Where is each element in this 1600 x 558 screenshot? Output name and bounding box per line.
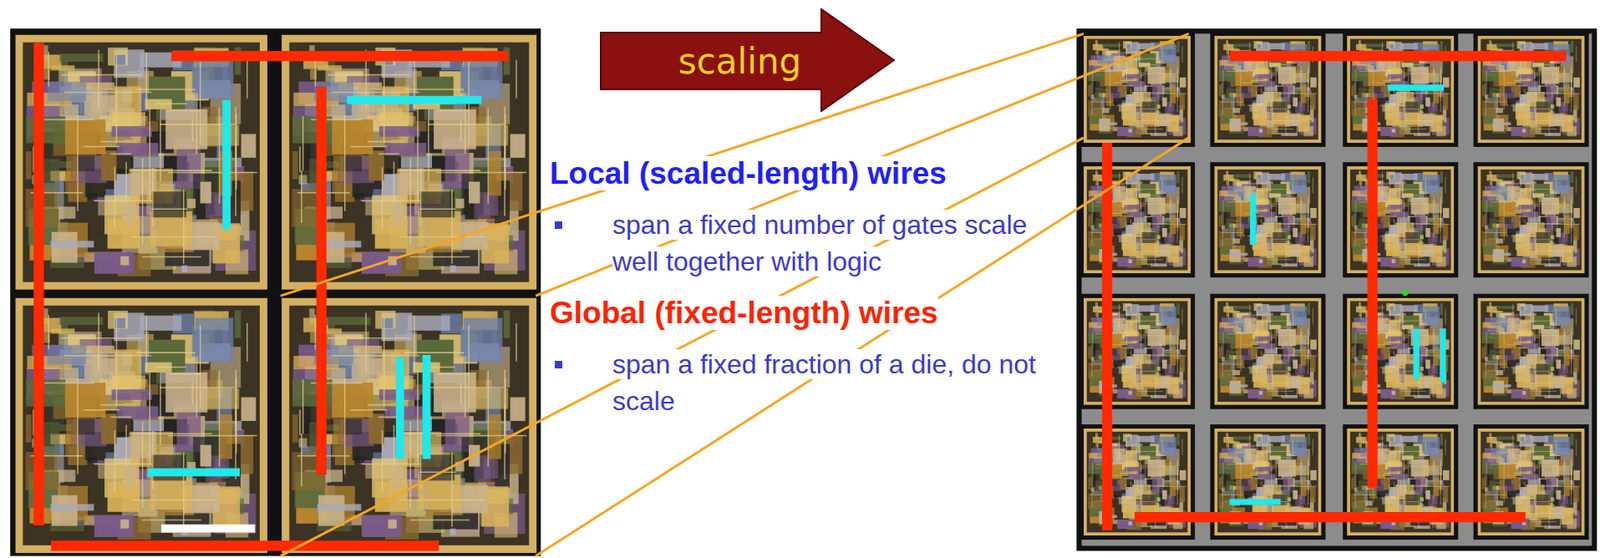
chip-frame	[1079, 294, 1195, 410]
chip-frame	[1209, 162, 1326, 278]
chip-frame	[1342, 31, 1458, 148]
left-die	[10, 28, 541, 556]
bullet-text: span a fixed number of gates scale well …	[612, 209, 1027, 277]
wire-class-heading: Global (fixed-length) wires	[549, 295, 939, 331]
bullet	[554, 360, 563, 369]
wire	[422, 355, 432, 460]
wire	[1249, 193, 1256, 245]
wire	[33, 42, 44, 526]
wire	[1134, 512, 1526, 523]
chip-frame	[1079, 31, 1195, 148]
chip-frame	[1079, 162, 1195, 278]
chip-photo	[1083, 35, 1191, 143]
bullet-squares	[554, 221, 563, 369]
chip-photo	[1083, 166, 1191, 274]
chip-frame	[1473, 162, 1590, 278]
zoom-line	[535, 137, 1189, 557]
arrow-outline	[600, 9, 894, 112]
wire	[161, 524, 255, 534]
chip-frame	[1079, 424, 1195, 540]
wire-class-heading: Local (scaled-length) wires	[549, 156, 947, 191]
wire	[222, 100, 231, 230]
right-die	[1076, 28, 1597, 551]
chip-photo	[1213, 166, 1321, 274]
bullet-text: span a fixed fraction of a die, do not s…	[612, 345, 1047, 420]
wire	[1413, 328, 1420, 380]
chip-photo	[1083, 298, 1191, 406]
wire	[346, 96, 482, 105]
wire	[1102, 142, 1113, 531]
chip-frame	[1342, 294, 1458, 410]
die-ground	[1081, 33, 1593, 546]
chip-frame	[1209, 294, 1326, 410]
wire	[1229, 50, 1567, 61]
chip-frame	[1209, 31, 1326, 148]
dot	[1401, 289, 1408, 296]
chip-frame	[1473, 424, 1590, 540]
chip-frame	[1342, 162, 1458, 278]
chip-photo	[1346, 298, 1454, 406]
bullet-text: span a fixed fraction of a die, do not s…	[612, 349, 1037, 417]
chip-frame	[1473, 31, 1590, 148]
wire	[1229, 498, 1281, 505]
chip-frame	[1209, 424, 1326, 540]
wire-class-heading: Local (scaled-length) wires	[549, 155, 1075, 193]
wire	[171, 50, 508, 61]
die-photos	[10, 28, 1597, 556]
chip-photo	[15, 298, 268, 554]
bullet-text: span a fixed number of gates scale well …	[612, 206, 1047, 280]
wire	[1439, 328, 1446, 383]
wire	[396, 356, 405, 459]
chip-photo	[1346, 166, 1454, 274]
wire	[147, 468, 240, 478]
chip-photo	[15, 35, 268, 290]
chip-frame	[1342, 424, 1458, 540]
zoom-lines	[280, 33, 1189, 556]
chip-photo	[1477, 298, 1585, 406]
wire	[50, 540, 439, 551]
arrow-label: scaling	[616, 32, 864, 90]
scaling-arrow: scaling	[599, 8, 896, 112]
bullet	[554, 221, 563, 229]
wire	[1387, 84, 1444, 91]
chip-frame	[1473, 294, 1590, 410]
zoom-line	[280, 137, 1084, 557]
wire-class-heading: Global (fixed-length) wires	[549, 294, 1075, 332]
chip-photo	[1477, 166, 1585, 274]
wire	[1367, 98, 1378, 488]
chip-photo	[1213, 298, 1321, 406]
